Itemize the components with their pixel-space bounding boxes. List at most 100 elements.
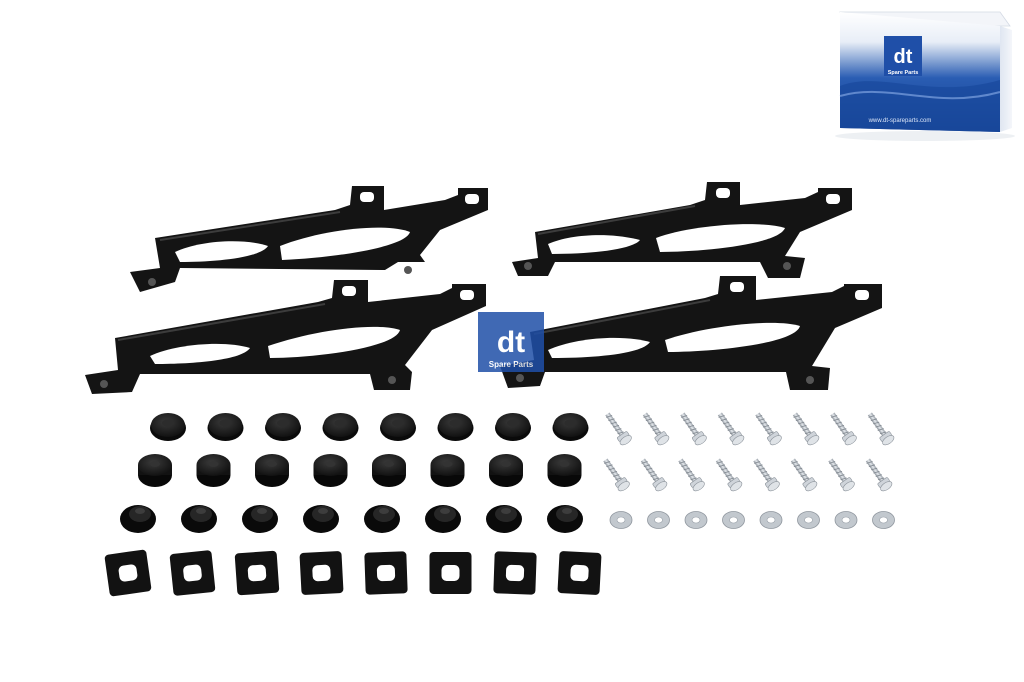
washers-row (609, 511, 895, 529)
bracket-rivet (783, 262, 791, 270)
screws-row-2 (603, 458, 893, 492)
rubber-buffer (486, 505, 522, 533)
bracket-slot (548, 235, 640, 254)
screw (605, 412, 632, 446)
square-gasket (169, 550, 216, 596)
bracket-hole (465, 194, 479, 204)
washer (647, 511, 670, 529)
square-gasket (234, 550, 280, 596)
screw (680, 412, 707, 446)
washer (759, 511, 783, 529)
rubber-buffers-row-1 (150, 413, 589, 441)
square-gaskets-row (104, 549, 602, 597)
bracket-hole (460, 290, 474, 300)
screw (867, 412, 895, 446)
bracket-body (85, 280, 486, 394)
rubber-buffer (303, 505, 339, 533)
square-gasket (429, 552, 472, 594)
washer (684, 511, 708, 529)
rubber-buffer (181, 505, 217, 533)
screw (678, 458, 705, 492)
rubber-buffer (547, 505, 583, 533)
rubber-buffer (120, 505, 156, 533)
rubber-buffer (372, 454, 406, 487)
screw (865, 458, 893, 492)
rubber-buffer (138, 454, 172, 487)
box-logo-text: dt (894, 46, 913, 68)
box-wave-highlight (839, 90, 1001, 100)
bracket-hole (826, 194, 840, 204)
bracket-rivet (806, 376, 814, 384)
rubber-buffer (313, 454, 348, 487)
rubber-buffer (322, 413, 359, 441)
screw (790, 458, 818, 492)
rubber-buffer (207, 413, 244, 441)
square-gasket (364, 551, 408, 595)
rubber-buffer (437, 413, 474, 441)
bracket-4 (500, 276, 882, 390)
screw (755, 412, 782, 446)
bracket-2 (512, 182, 852, 278)
rubber-buffer (364, 505, 400, 533)
bracket-slot (268, 326, 400, 358)
bracket-1 (130, 186, 488, 292)
rubber-buffer (547, 454, 582, 487)
bracket-hole (342, 286, 356, 296)
bracket-edge (117, 303, 326, 341)
screw (828, 458, 855, 492)
bracket-slot (175, 241, 268, 262)
box-side (1000, 26, 1012, 132)
screw (715, 458, 743, 492)
bracket-hole (730, 282, 744, 292)
square-gasket (557, 551, 602, 595)
screw (753, 458, 780, 492)
screw (642, 412, 670, 446)
square-gasket (104, 549, 152, 597)
washer (609, 511, 633, 529)
bracket-rivet (388, 376, 396, 384)
bracket-slot (656, 224, 785, 252)
product-box: dt Spare Parts www.dt-spareparts.com (835, 11, 1015, 141)
rubber-buffer (552, 413, 589, 441)
box-logo-badge (884, 36, 922, 76)
rubber-buffer (150, 413, 186, 441)
washer (872, 511, 895, 529)
bracket-rivet (524, 262, 532, 270)
bracket-rivet (100, 380, 108, 388)
square-gasket (299, 551, 344, 595)
bracket-body (512, 182, 852, 278)
box-tagline: Spare Parts (888, 70, 919, 76)
rubber-buffer (495, 413, 531, 441)
box-website: www.dt-spareparts.com (868, 118, 932, 124)
bracket-hole (716, 188, 730, 198)
bracket-edge (533, 299, 711, 335)
screw (603, 458, 630, 492)
rubber-buffer (425, 505, 461, 533)
screw (717, 412, 745, 446)
washer (797, 511, 820, 529)
screw (830, 412, 857, 446)
washer (834, 511, 858, 529)
bracket-hole (360, 192, 374, 202)
washer (722, 511, 745, 529)
bracket-slot (665, 322, 800, 352)
rubber-buffer (196, 454, 231, 487)
rubber-buffer (380, 413, 416, 441)
bracket-3 (85, 280, 486, 394)
watermark-logo: dt Spare Parts (478, 312, 544, 372)
watermark-logo-text: dt (497, 326, 525, 359)
screw (792, 412, 820, 446)
watermark-badge (478, 312, 544, 372)
watermark-tagline: Spare Parts (489, 360, 534, 369)
square-gasket (493, 551, 537, 595)
box-wave (840, 80, 1000, 132)
bracket-slot (150, 343, 250, 364)
bracket-rivet (516, 374, 524, 382)
bracket-slot (280, 227, 410, 260)
bracket-slot (548, 337, 650, 358)
bracket-rivet (148, 278, 156, 286)
rubber-buffer (489, 454, 523, 487)
bracket-edge (537, 205, 696, 235)
rubber-buffer (255, 454, 289, 487)
bracket-hole (855, 290, 869, 300)
